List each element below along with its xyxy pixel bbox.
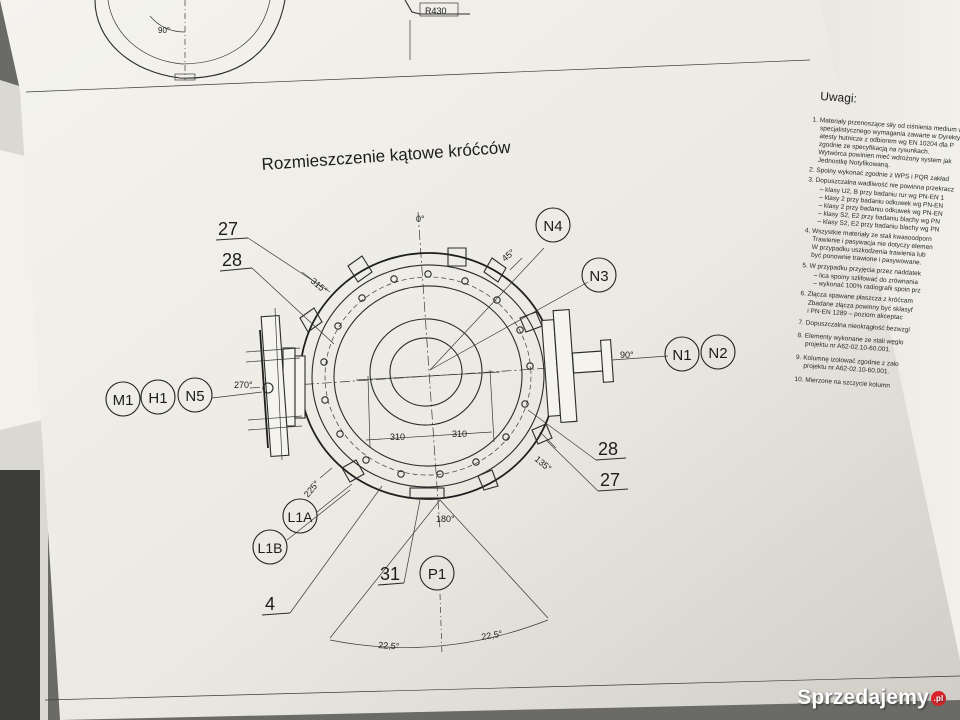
nozzle-l1a: L1A (288, 509, 314, 525)
part-labels: 27 28 28 27 31 4 (215, 219, 629, 616)
top-angle-label: 90° (158, 26, 170, 35)
arc-left: 22,5° (378, 640, 400, 651)
nozzle-l1b: L1B (258, 540, 283, 556)
nozzle-layout-drawing: 310 310 0° 45° 90° 135° 180° 225° 270° 3… (211, 211, 669, 656)
part-31: 31 (380, 564, 400, 584)
top-partial-view: 90° R430 (94, 0, 470, 81)
nozzle-n4: N4 (543, 218, 562, 235)
nozzle-n1: N1 (672, 347, 691, 364)
watermark-dot: .pl (931, 690, 946, 706)
site-watermark-logo: Sprzedajemy.pl (797, 686, 946, 710)
nozzle-n5: N5 (185, 388, 204, 405)
nozzle-n2: N2 (708, 345, 727, 362)
nozzle-p1: P1 (428, 566, 446, 583)
part-4: 4 (265, 594, 275, 614)
top-radius-label: R430 (425, 6, 447, 16)
watermark-text: Sprzedajemy (797, 686, 929, 709)
arc-right: 22,5° (481, 628, 504, 642)
dim-right-310: 310 (452, 429, 467, 439)
angle-90: 90° (620, 350, 634, 360)
notes-heading: Uwagi: (820, 89, 858, 106)
part-27-top: 27 (218, 219, 238, 239)
angle-270: 270° (234, 380, 253, 390)
nozzle-bubbles: N4 N3 N1 N2 M1 H1 N5 L1A L1B P1 (105, 207, 736, 591)
nozzle-n3: N3 (589, 268, 608, 285)
dim-left-310: 310 (390, 432, 405, 442)
part-28-top: 28 (222, 250, 242, 270)
angle-180: 180° (436, 514, 455, 524)
part-27-bottom: 27 (600, 470, 620, 490)
angle-0: 0° (416, 214, 425, 224)
part-28-bottom: 28 (598, 439, 618, 459)
nozzle-m1: M1 (113, 392, 134, 409)
nozzle-h1: H1 (148, 390, 167, 407)
